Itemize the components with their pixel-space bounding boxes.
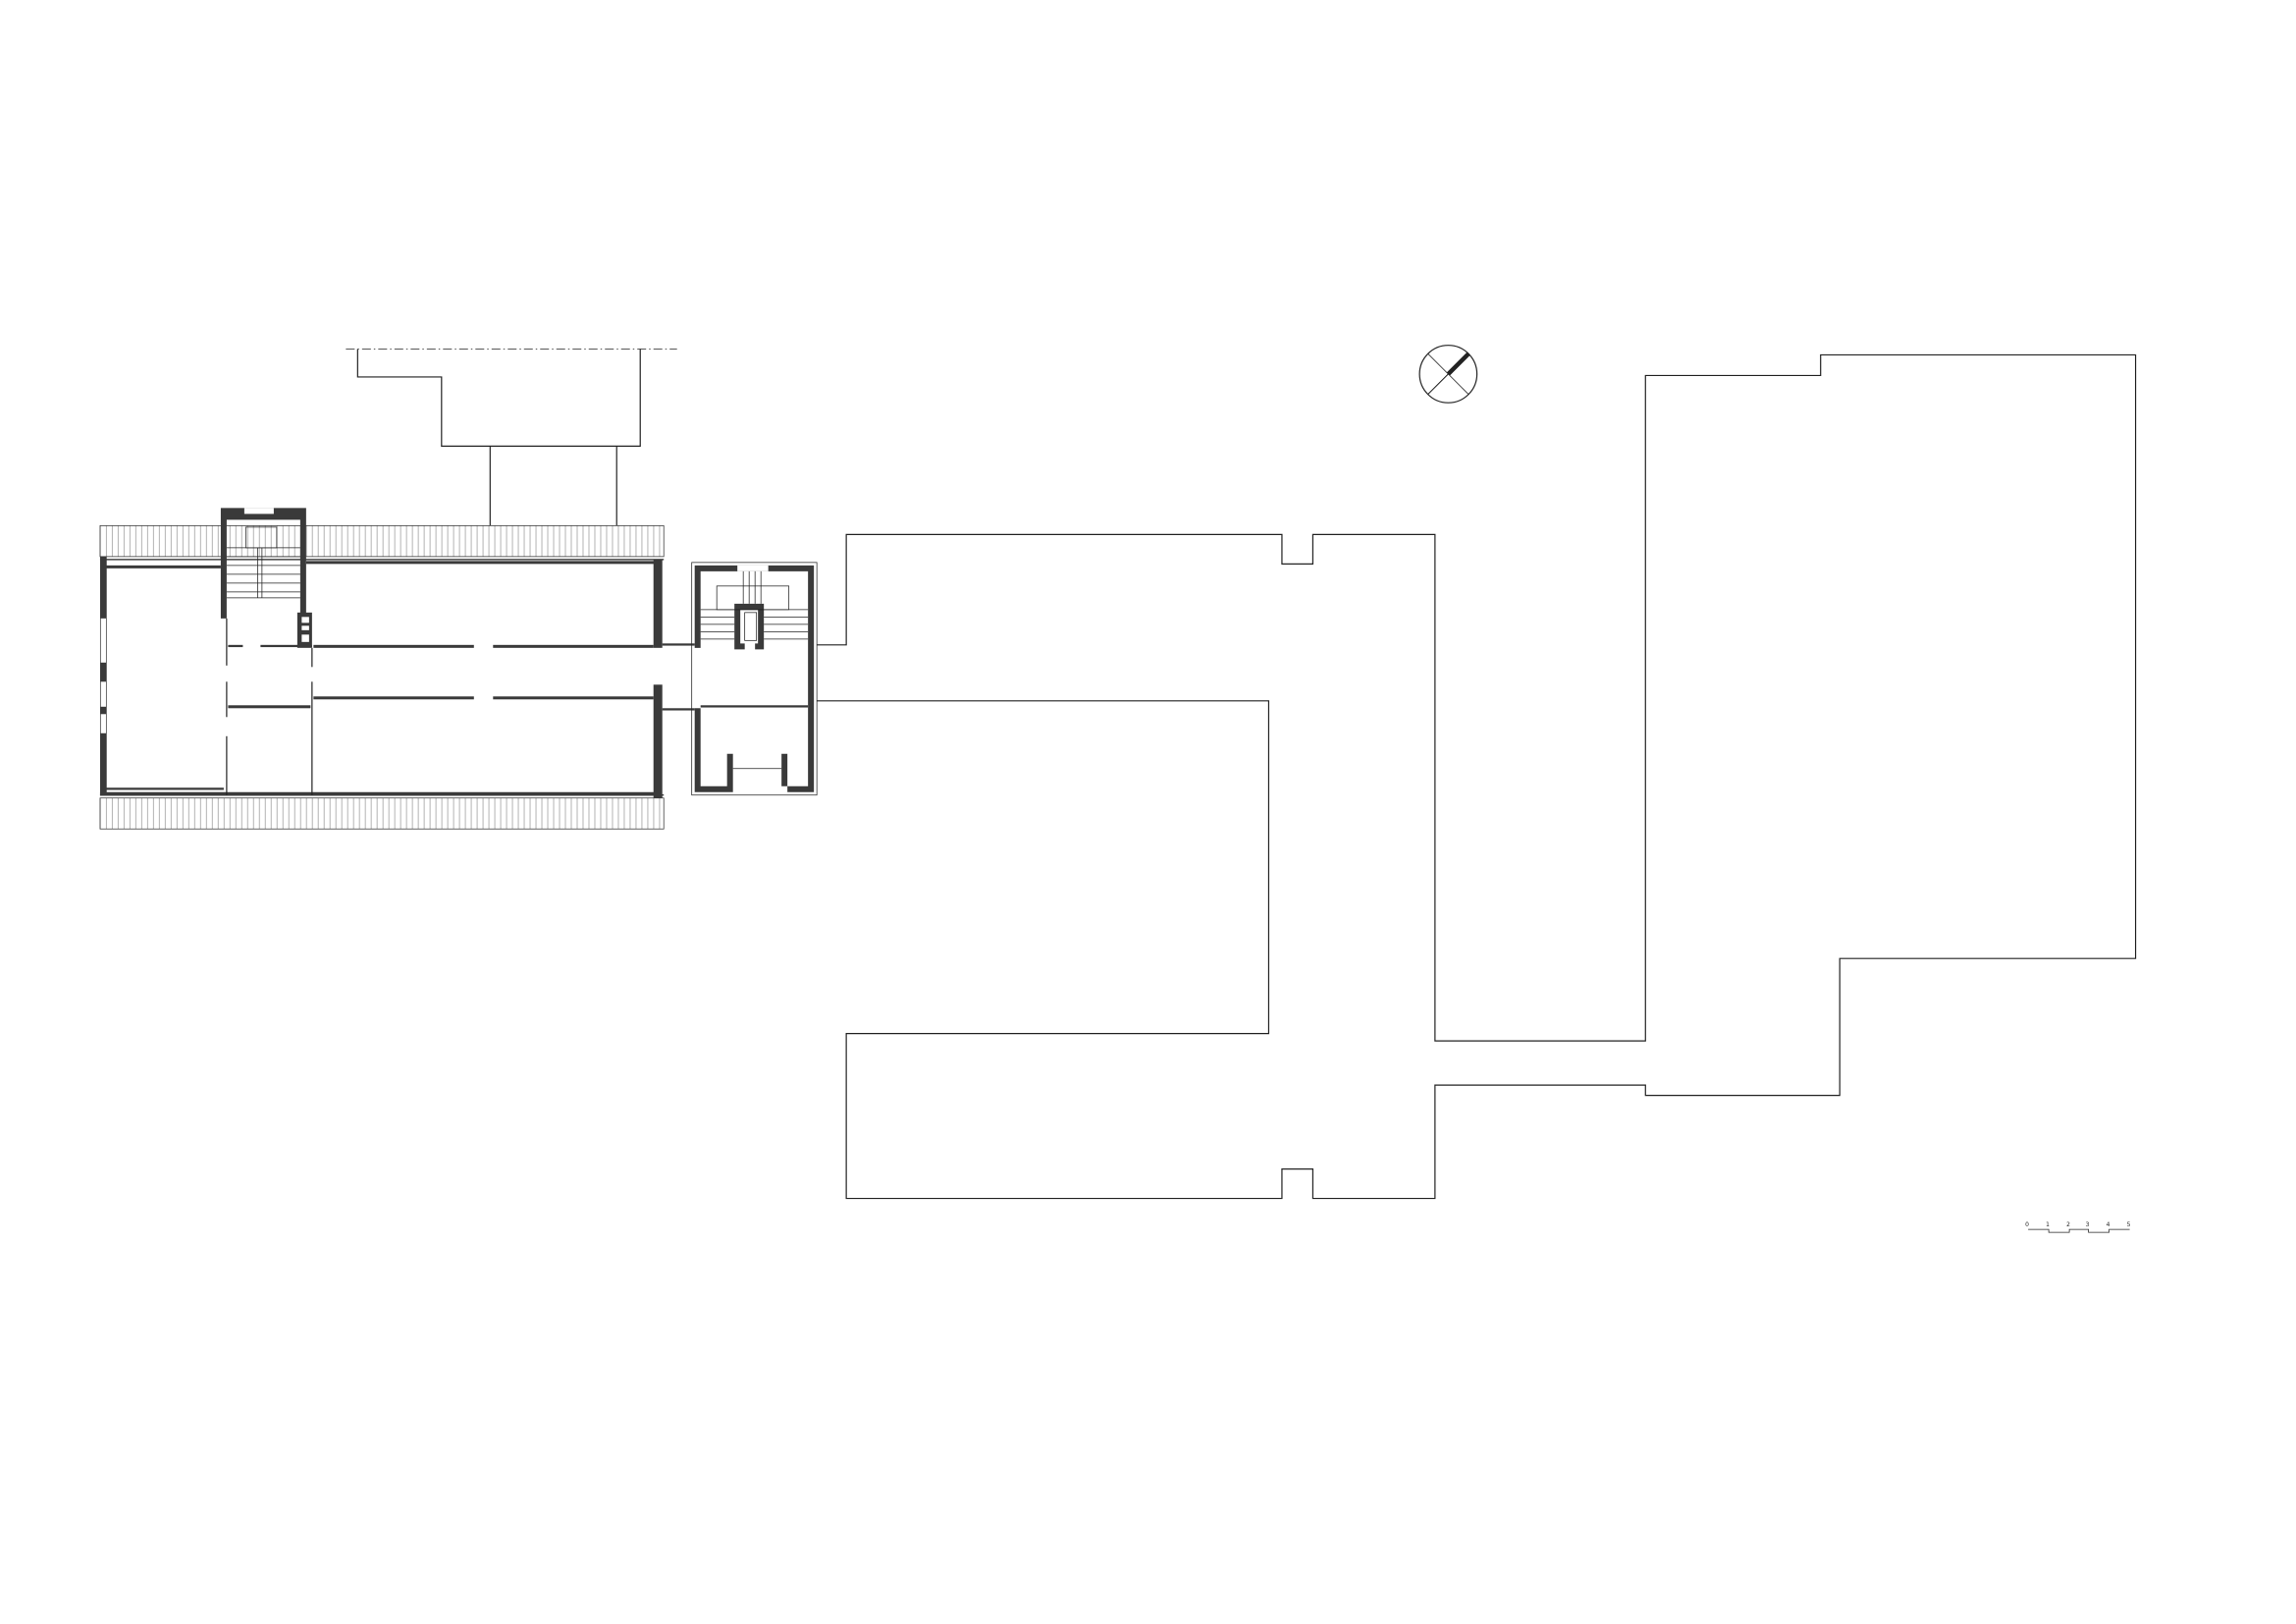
- left-building: [99, 508, 665, 830]
- upper-annex: [346, 349, 677, 526]
- roof-hatch-top: [99, 524, 665, 558]
- roof-hatch-bottom: [99, 797, 665, 830]
- scale-bar: 0 1 2 3 4 5: [2025, 1221, 2131, 1233]
- scale-label-3: 3: [2086, 1221, 2090, 1228]
- scale-label-5: 5: [2127, 1221, 2131, 1228]
- right-stair-tower: [691, 562, 818, 796]
- north-arrow-icon: [1418, 345, 1478, 404]
- scale-label-0: 0: [2025, 1221, 2029, 1228]
- building-outline: [817, 353, 2137, 1200]
- stair-left: [226, 526, 300, 599]
- scale-label-2: 2: [2066, 1221, 2070, 1228]
- scale-label-4: 4: [2107, 1221, 2110, 1228]
- scale-label-1: 1: [2046, 1221, 2050, 1228]
